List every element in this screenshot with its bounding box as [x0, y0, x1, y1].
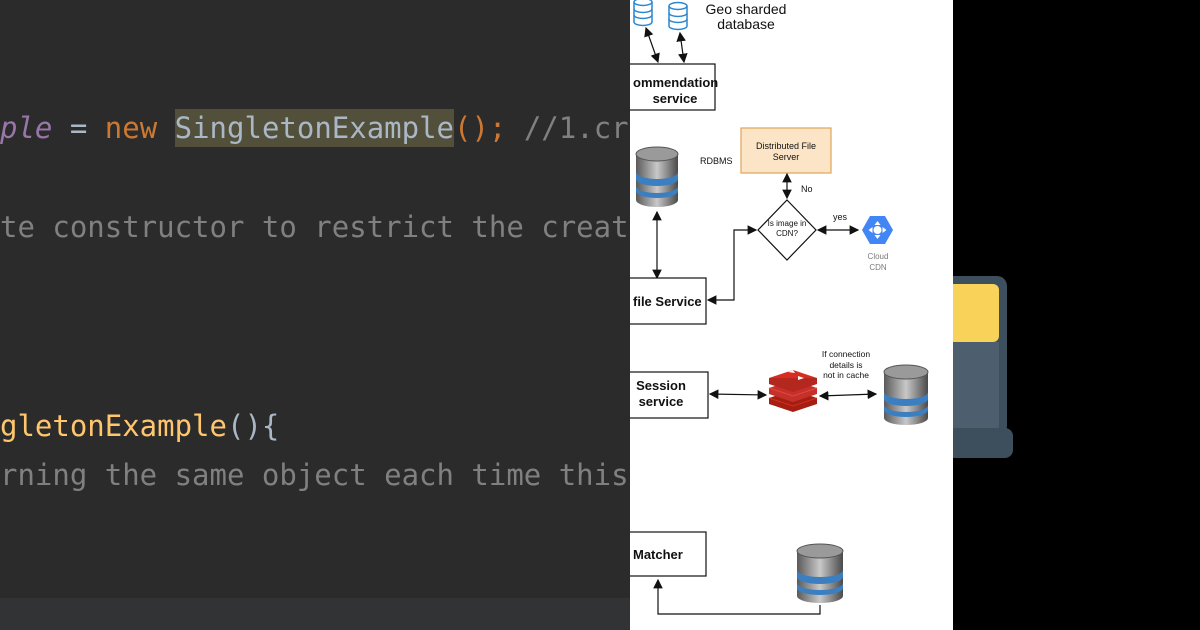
matcher-database-icon: [796, 543, 844, 603]
redis-cache-icon: [768, 370, 818, 412]
yes-label: yes: [833, 212, 848, 222]
code-class-name: SingletonExample: [174, 109, 454, 147]
rdbms-database-icon: [635, 146, 679, 207]
code-new-keyword: new: [104, 111, 158, 145]
architecture-diagram: Geo sharded database ommendation service…: [630, 0, 953, 630]
recommendation-service-box: [630, 63, 716, 111]
code-line-1: ple = new SingletonExample(); //1.cr: [0, 108, 629, 148]
session-service-box: [630, 371, 709, 419]
cache-note-label: If connection details is not in cache: [821, 349, 871, 380]
code-assign: =: [52, 111, 105, 145]
code-method-name: gletonExample: [0, 409, 227, 443]
code-line-2: te constructor to restrict the creat: [0, 207, 629, 247]
code-comment: te constructor to restrict the creat: [0, 210, 629, 244]
code-comment: rning the same object each time this: [0, 458, 629, 492]
diagram-canvas: [630, 0, 929, 615]
cache-database-icon: [883, 364, 929, 425]
editor-status-strip: [0, 598, 630, 630]
profile-service-label: file Service: [633, 294, 702, 309]
code-line-4: rning the same object each time this: [0, 455, 629, 495]
recommendation-service-label: ommendation service: [633, 75, 719, 106]
rdbms-label: RDBMS: [700, 156, 733, 166]
distributed-file-server-box: [740, 127, 832, 174]
no-label: No: [801, 184, 813, 194]
database-icon: [668, 1, 688, 31]
database-icon: [633, 0, 653, 27]
matcher-box: [630, 531, 707, 577]
decision-diamond: [757, 199, 817, 261]
code-line-3: gletonExample(){: [0, 406, 279, 446]
dfs-label: Distributed File Server: [755, 141, 817, 162]
profile-service-box: [630, 277, 707, 325]
laptop-icon: [953, 276, 1013, 458]
decision-label: Is image in CDN?: [767, 219, 807, 238]
matcher-label: Matcher: [633, 547, 683, 562]
code-brace: (){: [226, 409, 280, 443]
session-service-label: Session service: [636, 378, 686, 409]
cloud-cdn-label: Cloud CDN: [867, 252, 889, 272]
cloud-cdn-icon: [862, 216, 893, 244]
geo-sharded-database-label: Geo sharded database: [705, 1, 787, 32]
code-variable: ple: [0, 111, 53, 145]
laptop-illustration: [953, 0, 1200, 630]
code-call: ();: [454, 111, 507, 145]
code-comment: //1.cr: [506, 111, 629, 145]
code-editor: ple = new SingletonExample(); //1.cr te …: [0, 0, 630, 630]
